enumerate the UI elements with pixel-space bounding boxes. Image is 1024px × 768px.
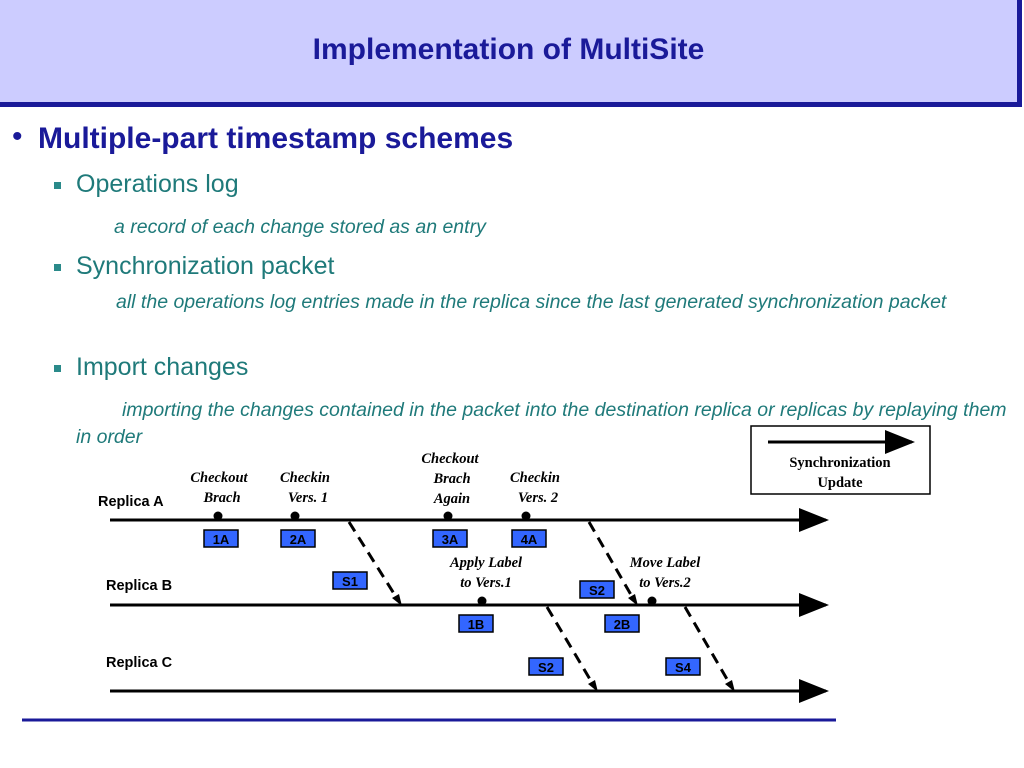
- section-heading-operations-log: Operations log: [76, 170, 239, 198]
- event-label-1a-line2: Brach: [202, 490, 240, 506]
- sync-arrow-s2-c: [545, 606, 596, 687]
- event-box-2b: [604, 614, 640, 633]
- bullet-dot: •: [12, 120, 23, 153]
- title-bar: [0, 0, 1022, 107]
- event-box-label: 1A: [213, 532, 230, 547]
- arrowhead-icon: [588, 680, 598, 692]
- replica-label-b: Replica B: [106, 578, 172, 594]
- arrowhead-icon: [628, 594, 638, 606]
- event-box-3a: [432, 529, 468, 548]
- section-desc-sync-packet: all the operations log entries made in t…: [116, 291, 947, 313]
- square-bullet-icon: [54, 365, 61, 372]
- sync-box-label: S2: [538, 660, 554, 675]
- event-label-1b-line2: to Vers.1: [460, 575, 512, 591]
- sync-box-s4: [665, 657, 701, 676]
- event-label-4a-line1: Checkin: [510, 470, 560, 486]
- event-dot: [477, 596, 487, 606]
- event-label-3a-line2: Brach: [432, 471, 470, 487]
- event-dot: [521, 511, 531, 521]
- event-label-2b-line1: Move Label: [629, 555, 700, 571]
- sync-box-s2-c: [528, 657, 564, 676]
- event-label-1b-line1: Apply Label: [449, 555, 522, 571]
- event-dot: [213, 511, 223, 521]
- event-box-4a: [511, 529, 547, 548]
- arrowhead-icon: [392, 594, 402, 606]
- legend-line1: Synchronization: [789, 455, 890, 471]
- event-label-3a-line3: Again: [433, 491, 470, 507]
- sync-arrow-s1: [347, 521, 400, 601]
- event-dot: [647, 596, 657, 606]
- square-bullet-icon: [54, 182, 61, 189]
- event-dot: [290, 511, 300, 521]
- event-box-label: 4A: [521, 532, 538, 547]
- event-label-2a-line1: Checkin: [280, 470, 330, 486]
- legend-line2: Update: [817, 475, 863, 491]
- event-dot: [443, 511, 453, 521]
- slide-title: Implementation of MultiSite: [312, 33, 705, 66]
- sync-box-s1: [332, 571, 368, 590]
- event-box-1b: [458, 614, 494, 633]
- event-box-label: 1B: [468, 617, 485, 632]
- legend: Synchronization Update: [750, 425, 931, 495]
- event-box-label: 3A: [442, 532, 459, 547]
- sync-arrow-s2-b: [587, 521, 636, 601]
- event-box-2a: [280, 529, 316, 548]
- sync-box-label: S1: [342, 574, 358, 589]
- square-bullet-icon: [54, 264, 61, 271]
- replica-label-c: Replica C: [106, 655, 173, 671]
- event-label-2a-line2: Vers. 1: [288, 490, 328, 506]
- sync-box-label: S2: [589, 583, 605, 598]
- section-heading-sync-packet: Synchronization packet: [76, 252, 335, 280]
- sync-box-s2-b: [579, 580, 615, 599]
- main-bullet: Multiple-part timestamp schemes: [38, 122, 514, 155]
- event-box-label: 2A: [290, 532, 307, 547]
- sync-box-label: S4: [675, 660, 692, 675]
- section-heading-import-changes: Import changes: [76, 353, 249, 381]
- arrowhead-icon: [725, 680, 735, 692]
- event-label-1a-line1: Checkout: [190, 470, 248, 486]
- event-label-4a-line2: Vers. 2: [518, 490, 558, 506]
- event-box-label: 2B: [614, 617, 631, 632]
- event-label-3a-line1: Checkout: [421, 451, 479, 467]
- event-label-2b-line2: to Vers.2: [639, 575, 691, 591]
- section-desc-import-changes: importing the changes contained in the p…: [76, 399, 1007, 448]
- section-desc-operations-log: a record of each change stored as an ent…: [114, 216, 486, 238]
- replica-label-a: Replica A: [98, 494, 164, 510]
- event-box-1a: [203, 529, 239, 548]
- sync-arrow-s4: [683, 606, 733, 687]
